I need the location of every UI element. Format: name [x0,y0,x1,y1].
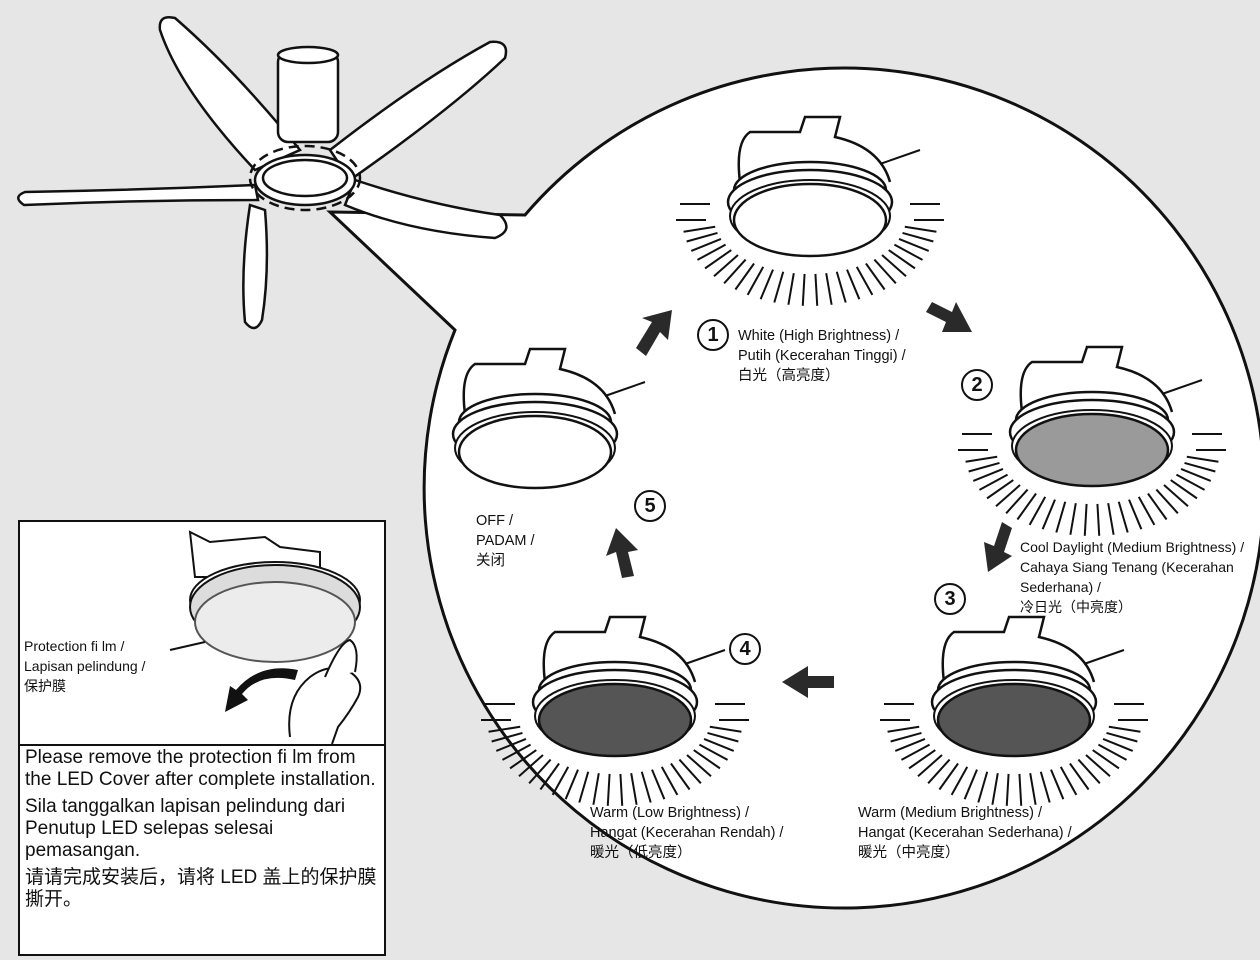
step-1-number: 1 [697,319,729,351]
instructions-box: Please remove the protection fi lm from … [18,744,386,956]
protection-film-inset [18,520,386,746]
led-cover-icon [170,532,360,662]
protection-film-label: Protection fi lm / Lapisan pelindung / 保… [24,636,145,696]
step-2-number: 2 [961,369,993,401]
step-5-number: 5 [634,490,666,522]
step-5-label: OFF / PADAM / 关闭 [476,511,535,571]
instructions-malay: Sila tanggalkan lapisan pelindung dari P… [25,796,379,862]
instructions-english: Please remove the protection fi lm from … [25,747,379,791]
instructions-chinese: 请请完成安装后，请将 LED 盖上的保护膜撕开。 [25,867,379,911]
peel-illustration [20,522,384,744]
step-4-number: 4 [729,633,761,665]
step-3-label: Warm (Medium Brightness) / Hangat (Kecer… [858,803,1072,863]
step-1-label: White (High Brightness) / Putih (Kecerah… [738,326,906,386]
step-3-number: 3 [934,583,966,615]
step-2-label: Cool Daylight (Medium Brightness) / Caha… [1020,537,1244,617]
step-4-label: Warm (Low Brightness) / Hangat (Keceraha… [590,803,783,863]
peel-arrow-icon [225,668,298,712]
